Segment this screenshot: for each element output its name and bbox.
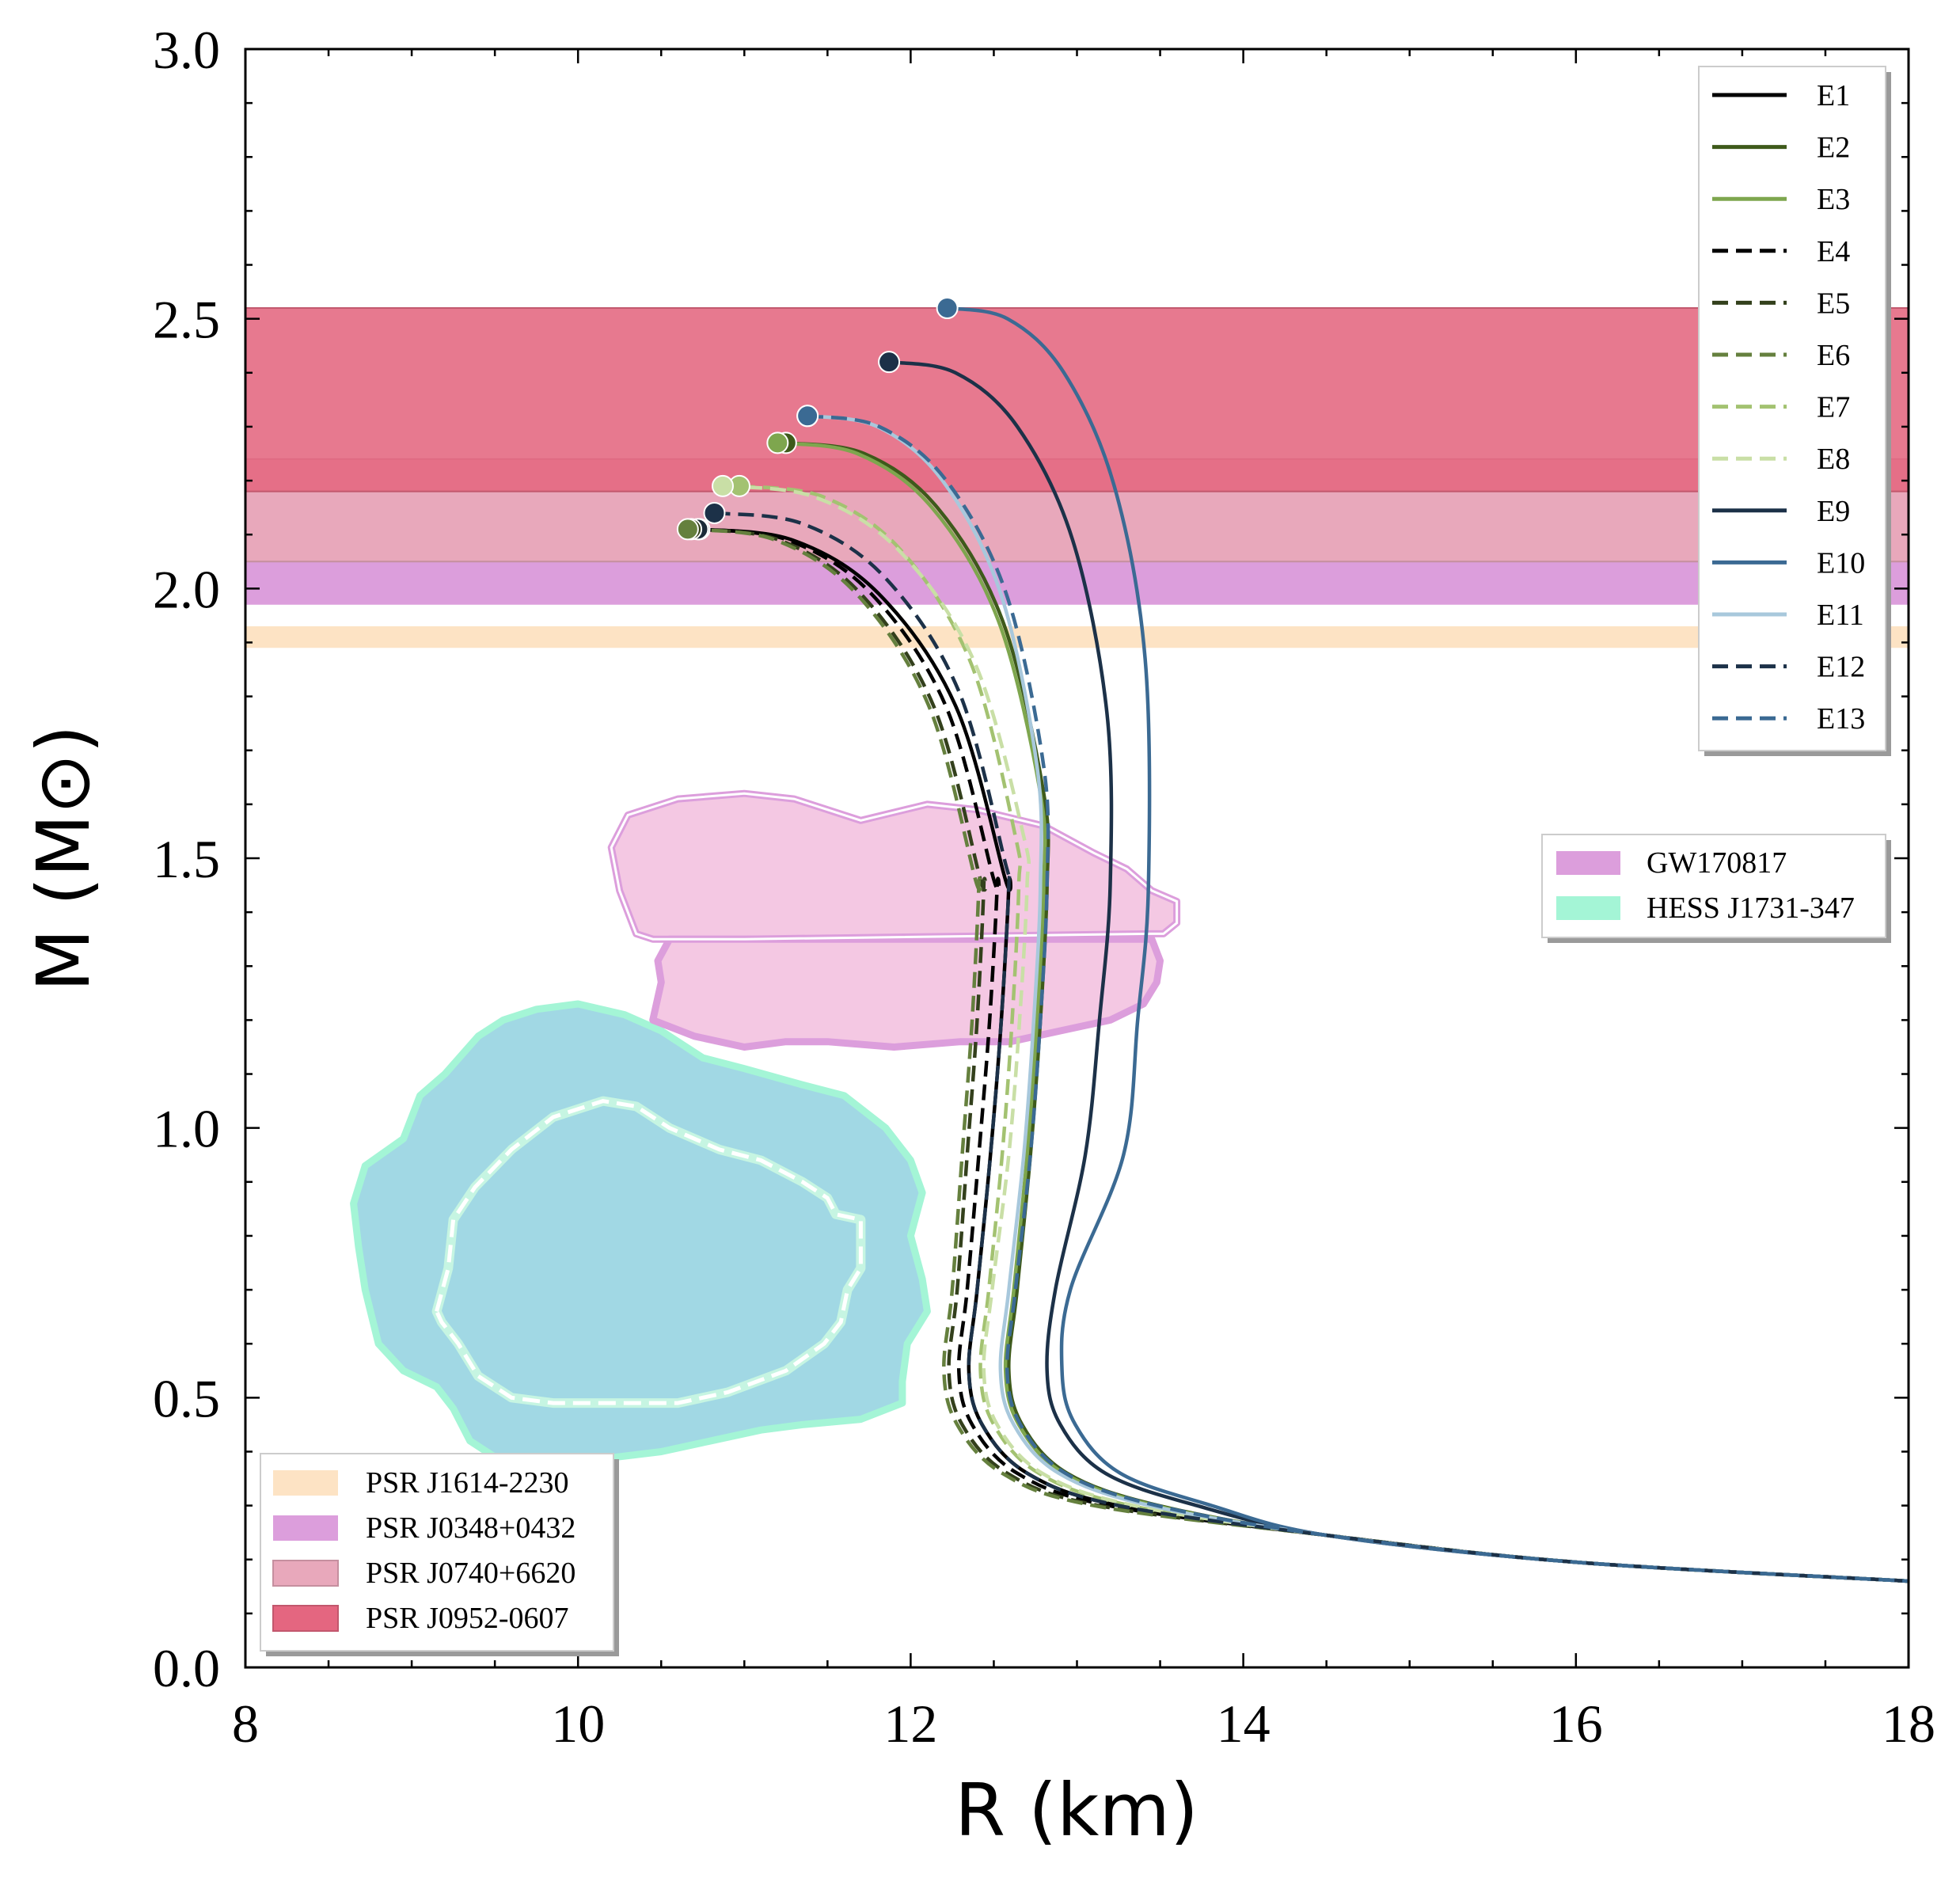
y-tick-label: 2.5: [153, 290, 220, 350]
legend-label-PSR J0740+6620: PSR J0740+6620: [366, 1557, 575, 1590]
y-tick-label: 1.0: [153, 1099, 220, 1159]
legend-label-E8: E8: [1817, 443, 1850, 476]
y-tick-label: 0.5: [153, 1368, 220, 1428]
max-mass-point-E10: [936, 297, 959, 320]
legend-swatch-HESS J1731-347: [1556, 896, 1620, 920]
max-mass-point-E12: [703, 501, 726, 524]
y-tick-label: 0.0: [153, 1638, 220, 1698]
pulsar-mass-bands: [245, 307, 1909, 648]
legend-label-E3: E3: [1817, 183, 1850, 216]
band-PSR J0348+0432: [245, 561, 1909, 605]
legend-swatch-PSR J1614-2230: [273, 1470, 338, 1496]
x-tick-label: 8: [232, 1694, 259, 1754]
gw-lower-contour: [649, 935, 1164, 1051]
legend-label-E1: E1: [1817, 79, 1850, 112]
observational-contours: [350, 789, 1181, 1466]
legend-label-E13: E13: [1817, 702, 1865, 736]
legend-label-E6: E6: [1817, 339, 1850, 372]
legend-label-PSR J1614-2230: PSR J1614-2230: [366, 1466, 569, 1500]
curve-E7: [739, 484, 1909, 1583]
x-tick-label: 18: [1882, 1694, 1935, 1754]
max-mass-markers: [676, 297, 959, 541]
legend-label-E9: E9: [1817, 495, 1850, 528]
legend-label-E11: E11: [1817, 599, 1864, 632]
legend-curves-frame: [1698, 66, 1886, 751]
y-tick-label: 2.0: [153, 559, 220, 619]
max-mass-point-E8: [711, 474, 734, 497]
y-tick-label: 1.5: [153, 829, 220, 889]
legend-label-GW170817: GW170817: [1647, 846, 1787, 880]
tick-labels: 8 10 12 14 16 18 0.0 0.5 1.0 1.5 2.0 2.5 3.0: [153, 20, 1935, 1754]
y-axis-title: M (M⊙): [21, 725, 106, 992]
max-mass-point-E6: [676, 518, 699, 541]
x-axis-title: R (km): [955, 1768, 1198, 1853]
band-PSR J1614-2230: [245, 626, 1909, 648]
x-tick-label: 16: [1549, 1694, 1603, 1754]
curve-E13: [807, 414, 1909, 1583]
legend-label-PSR J0348+0432: PSR J0348+0432: [366, 1511, 575, 1545]
max-mass-point-E3: [766, 431, 789, 454]
max-mass-point-E9: [878, 351, 901, 374]
gw-upper-contour-line: [610, 792, 1179, 941]
hess-inner-contour: [434, 1099, 863, 1405]
gw-upper-contour: [607, 789, 1181, 943]
x-tick-label: 12: [883, 1694, 937, 1754]
legend-label-E10: E10: [1817, 546, 1865, 580]
eos-curves: [687, 306, 1909, 1583]
legend-swatch-PSR J0740+6620: [272, 1560, 339, 1587]
max-mass-point-E13: [796, 405, 819, 428]
x-tick-label: 10: [551, 1694, 605, 1754]
x-tick-label: 14: [1217, 1694, 1271, 1754]
legend-label-E5: E5: [1817, 287, 1850, 320]
legend-label-E12: E12: [1817, 651, 1865, 684]
legend-label-E4: E4: [1817, 235, 1850, 268]
y-tick-label: 3.0: [153, 20, 220, 80]
band-PSR J0952-0607: [245, 307, 1909, 492]
legend-label-E7: E7: [1817, 391, 1850, 424]
hess-outer-contour: [350, 1000, 931, 1466]
legend-swatch-GW170817: [1556, 851, 1620, 875]
legend-swatch-PSR J0348+0432: [273, 1515, 338, 1541]
legend-label-HESS J1731-347: HESS J1731-347: [1647, 891, 1855, 925]
legend-label-PSR J0952-0607: PSR J0952-0607: [366, 1602, 569, 1635]
legend-label-E2: E2: [1817, 131, 1850, 165]
axis-ticks: [244, 48, 1910, 1669]
legend-swatch-PSR J0952-0607: [272, 1605, 339, 1632]
